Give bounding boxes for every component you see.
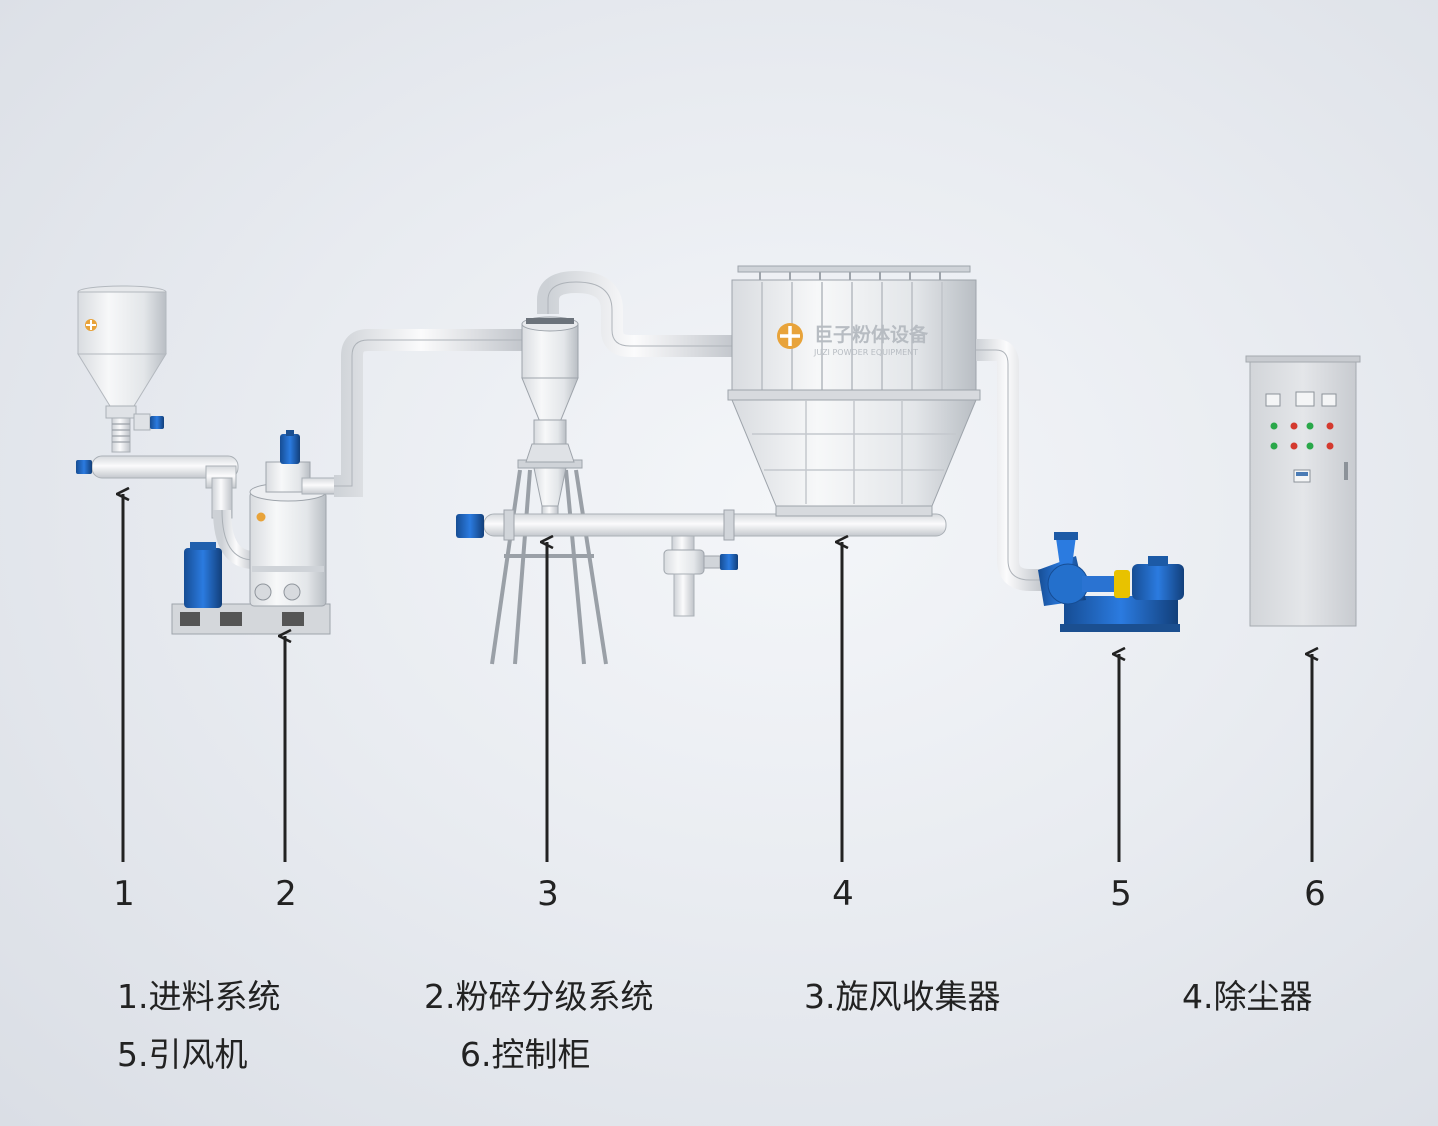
induced-draft-fan	[1038, 532, 1184, 632]
pipe-mill-to-cyclone	[334, 329, 528, 497]
brand-logo-subtext: JUZI POWDER EQUIPMENT	[813, 348, 918, 357]
juzi-logo	[85, 319, 97, 331]
control-cabinet	[1245, 355, 1361, 627]
legend-item-2: 2.粉碎分级系统	[424, 977, 654, 1016]
callout-arrows	[123, 494, 1312, 862]
feeding-system	[76, 285, 239, 519]
brand-logo-text: 巨子粉体设备	[814, 323, 929, 346]
callout-number-1: 1	[113, 874, 135, 914]
legend-item-6: 6.控制柜	[460, 1035, 591, 1074]
callout-number-4: 4	[832, 874, 854, 914]
cyclone-collector	[490, 270, 740, 665]
legend-item-3: 3.旋风收集器	[804, 977, 1001, 1016]
legend-item-4: 4.除尘器	[1182, 977, 1313, 1016]
callout-number-6: 6	[1304, 874, 1326, 914]
legend-item-1: 1.进料系统	[117, 977, 281, 1016]
callout-number-3: 3	[537, 874, 559, 914]
callout-number-2: 2	[275, 874, 297, 914]
screw-conveyor	[456, 509, 947, 617]
pipe-collector-to-fan	[976, 339, 1044, 591]
callout-number-5: 5	[1110, 874, 1132, 914]
mill-classifier	[171, 430, 337, 635]
juzi-logo-large	[777, 323, 803, 349]
legend-item-5: 5.引风机	[117, 1035, 248, 1074]
dust-collector: 巨子粉体设备 JUZI POWDER EQUIPMENT	[727, 265, 981, 517]
